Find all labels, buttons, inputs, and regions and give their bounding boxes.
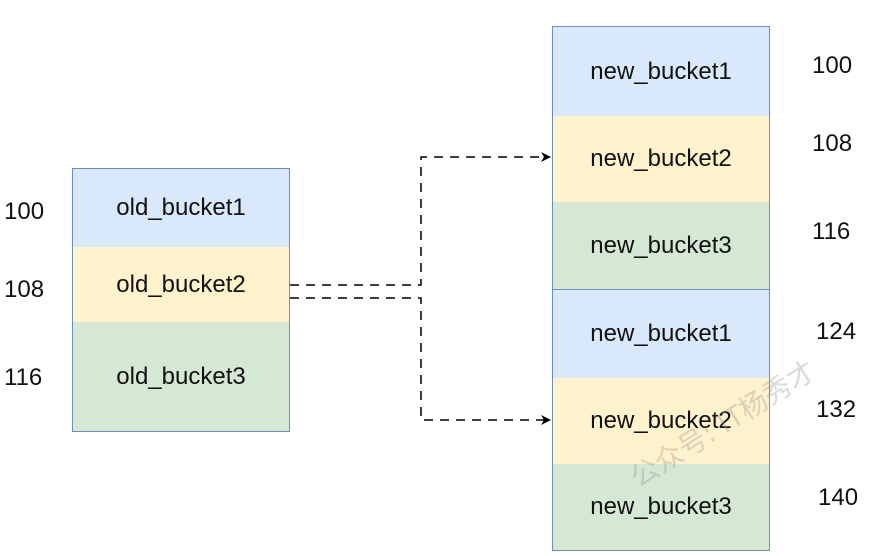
new-top-bucket2-cell: new_bucket2 — [553, 116, 769, 202]
new-bottom-bucket3-cell: new_bucket3 — [553, 464, 769, 550]
old-bucket3-label: old_bucket3 — [116, 362, 246, 390]
new-top-bucket2-label: new_bucket2 — [590, 145, 732, 172]
old-address-100: 100 — [4, 198, 45, 225]
new-top-bucket3-label: new_bucket3 — [590, 231, 732, 259]
connector-to-new-bottom-bucket2 — [290, 297, 551, 425]
new-top-bucket3-cell: new_bucket3 — [553, 202, 769, 289]
new-bucket-block-bottom: new_bucket1 new_bucket2 new_bucket3 — [552, 289, 770, 551]
new-top-bucket1-cell: new_bucket1 — [553, 27, 769, 116]
new-address-100: 100 — [812, 52, 853, 79]
new-bottom-bucket1-label: new_bucket1 — [590, 320, 732, 347]
new-address-132: 132 — [816, 396, 857, 423]
new-address-124: 124 — [816, 318, 857, 345]
new-address-116: 116 — [812, 218, 851, 245]
old-bucket3-cell: old_bucket3 — [73, 322, 289, 431]
new-top-bucket1-label: new_bucket1 — [590, 57, 732, 85]
new-bottom-bucket3-label: new_bucket3 — [590, 493, 732, 520]
old-address-116: 116 — [4, 364, 43, 391]
old-bucket2-cell: old_bucket2 — [73, 247, 289, 322]
old-bucket1-label: old_bucket1 — [116, 194, 246, 221]
connector-to-new-top-bucket2 — [290, 152, 551, 286]
new-bucket-block-top: new_bucket1 new_bucket2 new_bucket3 — [552, 26, 770, 290]
old-bucket2-label: old_bucket2 — [116, 270, 246, 298]
old-bucket1-cell: old_bucket1 — [73, 169, 289, 247]
new-bottom-bucket1-cell: new_bucket1 — [553, 290, 769, 378]
new-address-108: 108 — [812, 130, 853, 157]
old-address-108: 108 — [4, 276, 45, 303]
new-bottom-bucket2-cell: new_bucket2 — [553, 378, 769, 464]
old-bucket-block: old_bucket1 old_bucket2 old_bucket3 — [72, 168, 290, 432]
new-address-140: 140 — [818, 484, 859, 511]
new-bottom-bucket2-label: new_bucket2 — [590, 407, 732, 434]
